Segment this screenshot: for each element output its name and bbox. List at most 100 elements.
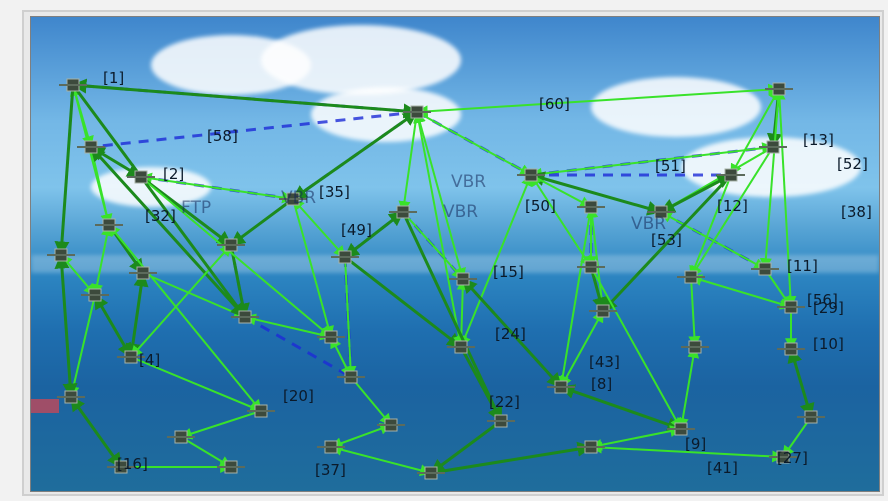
network-link (590, 266, 682, 431)
network-link (343, 210, 405, 259)
node-label-50: [50] (525, 197, 556, 215)
node-label-1: [1] (103, 69, 124, 87)
node-label-10: [10] (813, 335, 844, 353)
node-label-53: [53] (651, 231, 682, 249)
network-link (759, 88, 780, 271)
network-node (417, 466, 445, 480)
node-label-29: [29] (813, 299, 844, 317)
network-node (487, 414, 515, 428)
node-label-8: [8] (591, 375, 612, 393)
network-link (401, 211, 503, 423)
network-link (329, 443, 433, 477)
network-node (517, 168, 545, 182)
overlay-vbr-2: VBR (443, 202, 478, 222)
network-node (127, 170, 155, 184)
network-link (180, 436, 233, 468)
network-link (688, 276, 701, 349)
network-links (54, 78, 815, 477)
network-node (777, 342, 805, 356)
simulation-canvas: FTP VBR VBR VBR VBR [1] [58] [60] [13] [… (30, 16, 880, 492)
network-link (689, 274, 793, 310)
network-node (447, 340, 475, 354)
network-node (57, 390, 85, 404)
node-label-9: [9] (685, 435, 706, 453)
network-graph: FTP VBR VBR VBR VBR [1] [58] [60] [13] [… (47, 69, 872, 480)
network-node (279, 192, 307, 206)
network-node (797, 410, 825, 424)
network-link (659, 173, 733, 214)
network-node (717, 168, 745, 182)
network-link (130, 244, 232, 358)
network-node (677, 270, 705, 284)
network-node (681, 340, 709, 354)
node-label-11: [11] (787, 257, 818, 275)
network-node (589, 304, 617, 318)
network-link (730, 87, 780, 177)
node-label-56: [56] (807, 291, 838, 309)
network-link (54, 84, 75, 257)
network-node (331, 250, 359, 264)
network-node (217, 460, 245, 474)
network-node (59, 78, 87, 92)
node-label-52: [52] (837, 155, 868, 173)
network-link (676, 345, 700, 431)
overlay-vbr-top: VBR (281, 188, 316, 208)
network-link (54, 253, 78, 399)
node-label-12: [12] (717, 197, 748, 215)
network-node (449, 272, 477, 286)
network-node (759, 140, 787, 154)
network-link (69, 395, 123, 469)
network-nodes (47, 78, 825, 480)
network-node (317, 440, 345, 454)
network-node (389, 205, 417, 219)
network-node (247, 404, 275, 418)
network-link (589, 441, 785, 463)
network-link (93, 293, 133, 359)
node-label-20: [20] (283, 387, 314, 405)
network-link (461, 277, 563, 389)
network-node (577, 260, 605, 274)
network-node (751, 262, 779, 276)
network-link (413, 110, 465, 349)
network-node (95, 218, 123, 232)
overlay-vbr-3: VBR (631, 214, 666, 234)
network-node (667, 422, 695, 436)
overlay-ftp: FTP (181, 198, 211, 218)
network-node (765, 82, 793, 96)
network-link (91, 223, 113, 297)
node-label-41: [41] (707, 459, 738, 477)
network-link (773, 87, 797, 309)
network-node (77, 140, 105, 154)
network-node (81, 288, 109, 302)
network-link (291, 110, 419, 201)
network-node (769, 450, 797, 464)
node-label-60: [60] (539, 95, 570, 113)
network-link (589, 425, 683, 451)
network-node (377, 418, 405, 432)
network-node (647, 205, 675, 219)
network-link (601, 173, 733, 313)
network-link (559, 384, 683, 432)
network-node (47, 248, 75, 262)
network-link (179, 410, 262, 440)
node-label-58: [58] (207, 127, 238, 145)
left-edge-marker (31, 399, 59, 413)
node-label-2: [2] (163, 165, 184, 183)
network-link (292, 198, 346, 258)
network-link (429, 419, 502, 475)
network-link (586, 205, 608, 313)
network-link (67, 294, 96, 399)
network-link (71, 84, 247, 319)
network-link (415, 83, 781, 118)
node-label-37: [37] (315, 461, 346, 479)
node-label-27: [27] (777, 449, 808, 467)
network-node (337, 370, 365, 384)
network-link (787, 347, 815, 419)
network-node (547, 380, 575, 394)
node-label-35: [35] (319, 183, 350, 201)
network-node (107, 460, 135, 474)
network-link (71, 78, 419, 119)
dashed-link (90, 110, 418, 149)
node-label-24: [24] (495, 325, 526, 343)
node-label-43: [43] (589, 353, 620, 371)
